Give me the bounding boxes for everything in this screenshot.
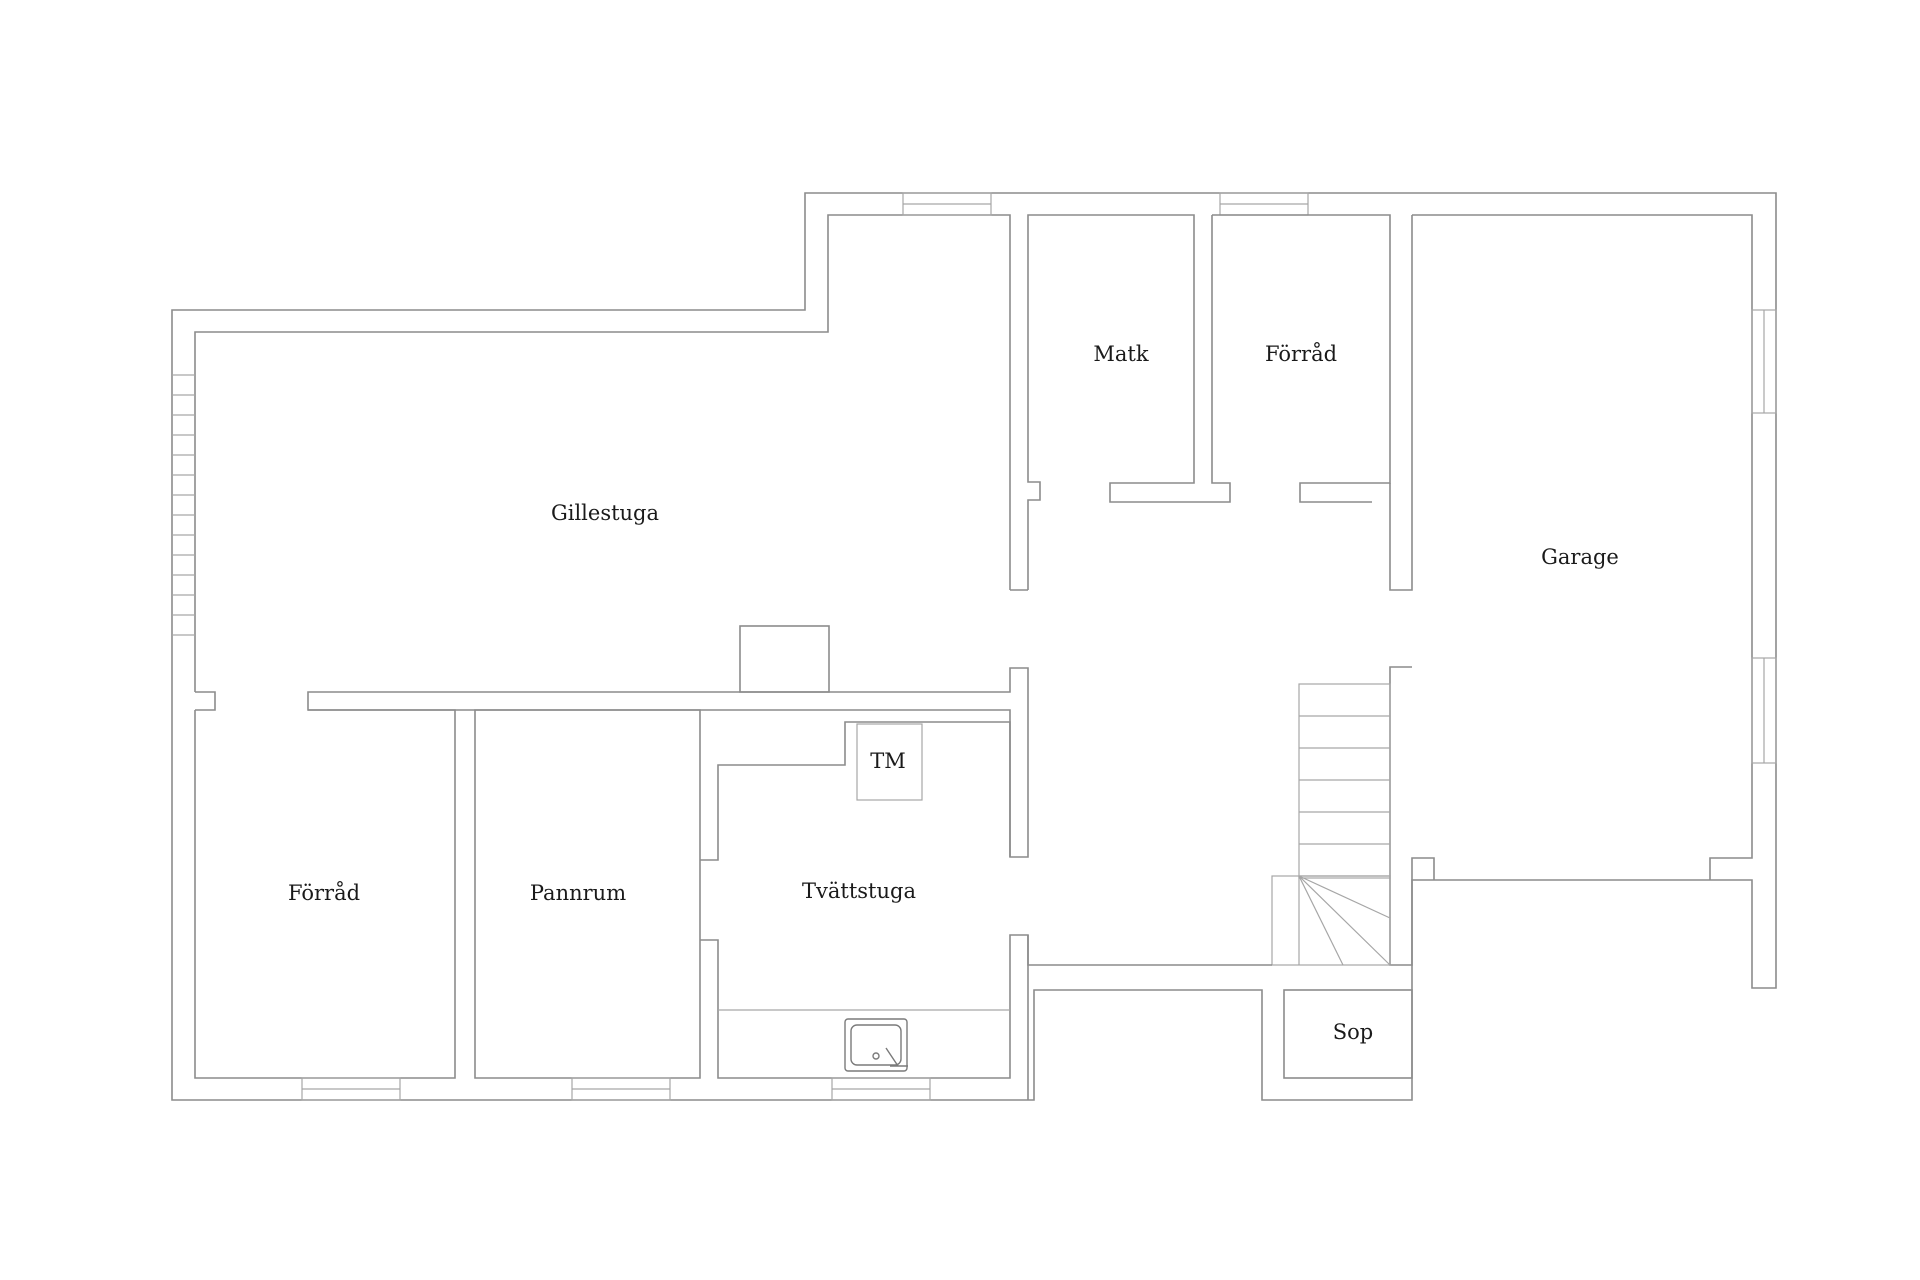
room-label-sop: Sop [1333,1020,1373,1044]
garage-lower-left [1389,666,1435,966]
forrad-top-right-wall [1389,215,1413,591]
tvattstuga-wall [700,721,1011,861]
outer-wall-outer-edge [171,192,1777,1101]
gillestuga-wall [194,214,1011,692]
room-label-matk: Matk [1093,342,1148,366]
matk-wall [1027,214,1231,590]
hall-bottom-wall [1027,935,1272,966]
room-label-tm: TM [870,749,906,773]
room-label-forrad-top: Förråd [1265,342,1337,366]
room-label-pannrum: Pannrum [530,881,626,905]
chimney [739,625,830,693]
window-left [172,374,195,636]
room-label-tvattstuga: Tvättstuga [802,879,916,903]
forrad-bottom-wall [194,709,456,1079]
room-label-garage: Garage [1541,545,1619,569]
pannrum-wall [474,709,701,1079]
garage-wall [1412,214,1753,880]
forrad-top-wall [1212,214,1391,503]
tvattstuga-lower-wall [700,934,1029,1100]
sop-room [1283,989,1413,1079]
tm-box [856,723,923,801]
gillestuga-stub-left [195,691,216,711]
room-label-gillestuga: Gillestuga [551,501,659,525]
room-label-forrad-bottom: Förråd [288,881,360,905]
staircase [1271,683,1391,966]
sink-icon [844,1018,908,1072]
partition-middle [307,667,1029,858]
